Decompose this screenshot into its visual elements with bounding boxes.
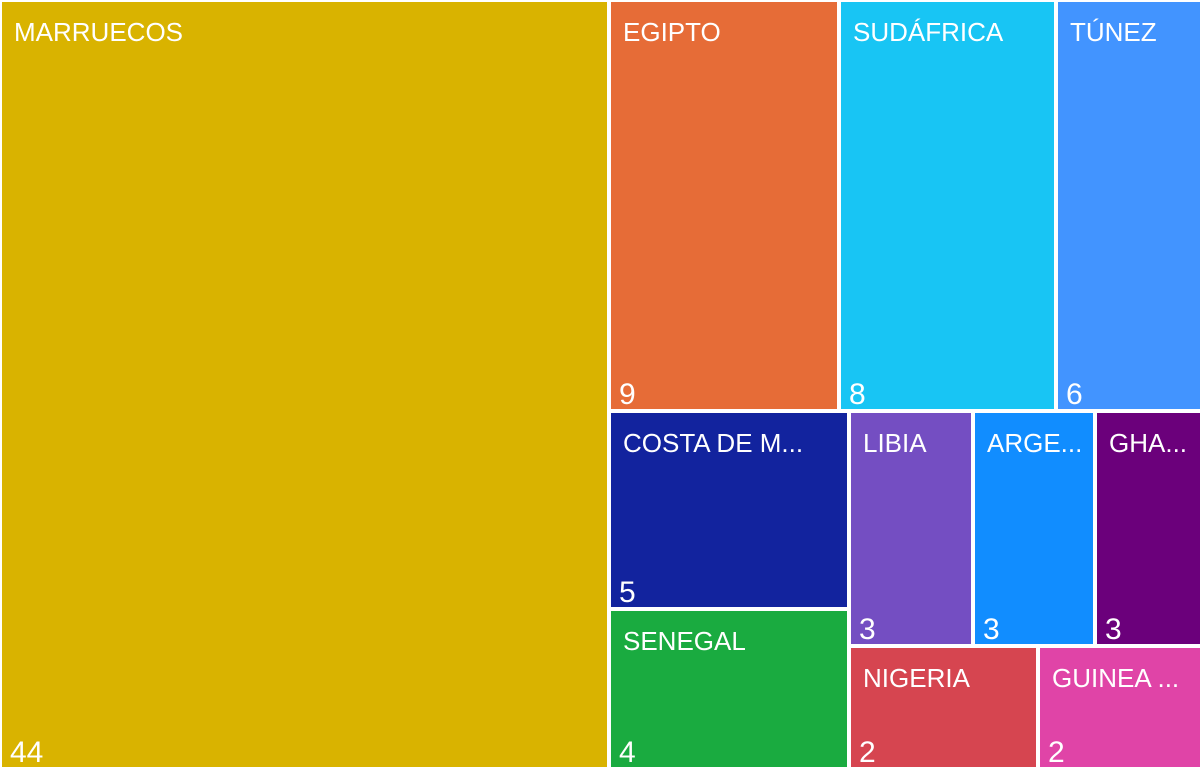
treemap-tile[interactable]: MARRUECOS 44: [0, 0, 609, 769]
tile-value: 8: [849, 378, 866, 411]
treemap-tile[interactable]: LIBIA 3: [849, 411, 973, 646]
tile-value: 3: [1105, 613, 1122, 646]
tile-label: GUINEA ...: [1052, 663, 1180, 693]
treemap-tile[interactable]: COSTA DE M... 5: [609, 411, 849, 609]
tile-label: MARRUECOS: [14, 17, 184, 47]
tile-value: 2: [1048, 736, 1065, 769]
tile-value: 3: [983, 613, 1000, 646]
treemap-tile[interactable]: SUDÁFRICA 8: [839, 0, 1056, 411]
tile-value: 2: [859, 736, 876, 769]
treemap-tile[interactable]: SENEGAL 4: [609, 609, 849, 769]
treemap-tile[interactable]: GHA... 3: [1095, 411, 1202, 646]
tile-label: SUDÁFRICA: [853, 17, 1004, 47]
treemap-tile[interactable]: NIGERIA 2: [849, 646, 1038, 769]
tile-label: NIGERIA: [863, 663, 970, 693]
tile-label: TÚNEZ: [1070, 17, 1157, 47]
treemap-tile[interactable]: EGIPTO 9: [609, 0, 839, 411]
tile-value: 44: [10, 736, 44, 769]
tile-value: 3: [859, 613, 876, 646]
tile-value: 9: [619, 378, 636, 411]
tile-label: COSTA DE M...: [623, 428, 804, 458]
tile-label: LIBIA: [863, 428, 927, 458]
treemap-tile[interactable]: TÚNEZ 6: [1056, 0, 1202, 411]
tile-label: ARGE...: [987, 428, 1083, 458]
tile-label: SENEGAL: [623, 626, 746, 656]
tile-label: EGIPTO: [623, 17, 721, 47]
tile-value: 5: [619, 576, 636, 609]
tile-value: 4: [619, 736, 636, 769]
treemap-tile[interactable]: ARGE... 3: [973, 411, 1095, 646]
tile-value: 6: [1066, 378, 1083, 411]
tile-label: GHA...: [1109, 428, 1188, 458]
treemap-tile[interactable]: GUINEA ... 2: [1038, 646, 1202, 769]
